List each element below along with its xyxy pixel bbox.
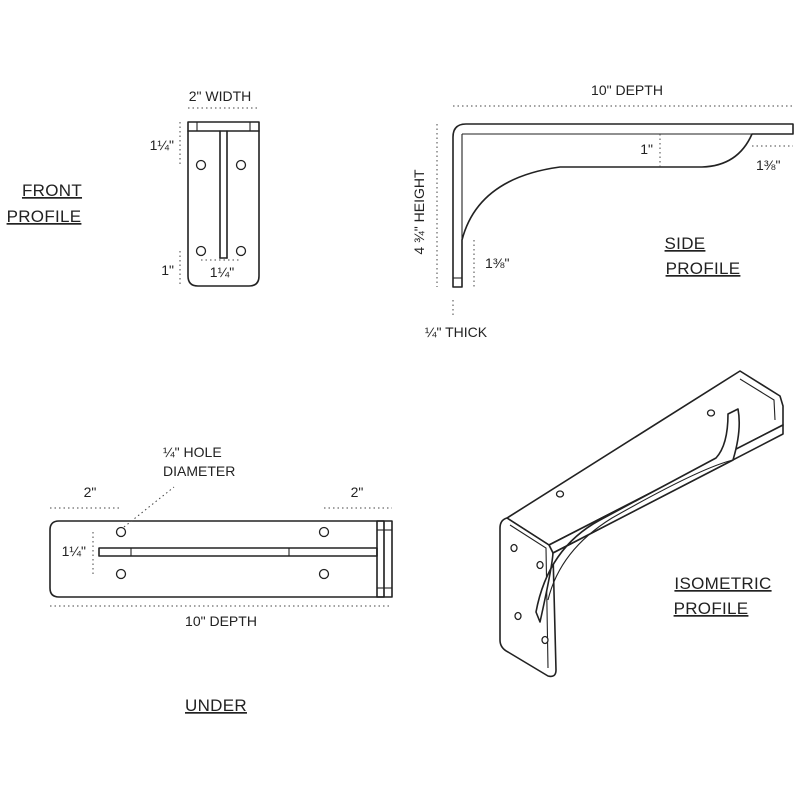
side-bracket-outline xyxy=(452,123,794,288)
side-thickness-label: ¼" THICK xyxy=(425,324,488,340)
under-right-offset-label: 2" xyxy=(351,484,364,500)
under-rib xyxy=(98,547,378,557)
iso-hole xyxy=(555,490,565,498)
iso-post-face xyxy=(499,517,557,678)
under-depth-label: 10" DEPTH xyxy=(185,613,257,629)
front-top-offset-label: 1¼" xyxy=(150,137,174,153)
front-hole xyxy=(195,159,207,171)
iso-hole xyxy=(510,543,518,553)
under-plate-outline xyxy=(49,520,385,598)
side-depth-label: 10" DEPTH xyxy=(591,82,663,98)
iso-gusset-curve xyxy=(547,459,734,601)
iso-hole xyxy=(536,560,544,570)
under-hole-label-line2: DIAMETER xyxy=(163,463,235,479)
iso-arm-rim xyxy=(739,378,776,421)
iso-hole xyxy=(541,635,549,645)
iso-profile-title-line2: PROFILE xyxy=(674,599,749,618)
front-profile-view: 2" WIDTH 1¼" 1" 1¼" FRONT PROFILE xyxy=(7,88,260,287)
front-hole xyxy=(235,245,247,257)
under-hole xyxy=(115,526,127,538)
side-arm-height-label: 1" xyxy=(640,141,653,157)
front-hole-spacing-label: 1¼" xyxy=(210,264,234,280)
under-view-title: UNDER xyxy=(185,696,247,715)
under-hole-spacing-label: 1¼" xyxy=(62,543,86,559)
under-hole xyxy=(318,526,330,538)
side-end-curve-label: 1⅜" xyxy=(756,157,780,173)
iso-gusset xyxy=(535,408,740,623)
under-hole xyxy=(318,568,330,580)
front-hole xyxy=(195,245,207,257)
side-profile-title-line2: PROFILE xyxy=(666,259,741,278)
isometric-profile-view: ISOMETRIC PROFILE xyxy=(499,370,784,678)
side-profile-title: SIDE xyxy=(665,234,706,253)
under-view: ¼" HOLE DIAMETER 2" 2" 1¼" 10" DEPTH UND… xyxy=(49,444,393,715)
side-post-curve-label: 1⅜" xyxy=(485,255,509,271)
front-profile-title-line2: PROFILE xyxy=(7,207,82,226)
under-hole-label: ¼" HOLE xyxy=(163,444,222,460)
front-width-label: 2" WIDTH xyxy=(189,88,252,104)
front-profile-title: FRONT xyxy=(22,181,82,200)
iso-hole xyxy=(706,409,716,417)
under-hole xyxy=(115,568,127,580)
side-height-label: 4 ¾" HEIGHT xyxy=(411,169,427,255)
side-profile-view: 10" DEPTH 4 ¾" HEIGHT 1" 1⅜" 1⅜" ¼" THIC… xyxy=(411,82,794,340)
front-plate-outline xyxy=(187,121,260,287)
under-hole-leader xyxy=(123,486,175,528)
front-hole xyxy=(235,159,247,171)
iso-hole xyxy=(514,611,522,621)
iso-post-rim xyxy=(509,524,549,669)
iso-arm-top xyxy=(506,370,784,546)
front-bottom-offset-label: 1" xyxy=(161,262,174,278)
iso-profile-title: ISOMETRIC xyxy=(674,574,771,593)
under-left-offset-label: 2" xyxy=(84,484,97,500)
